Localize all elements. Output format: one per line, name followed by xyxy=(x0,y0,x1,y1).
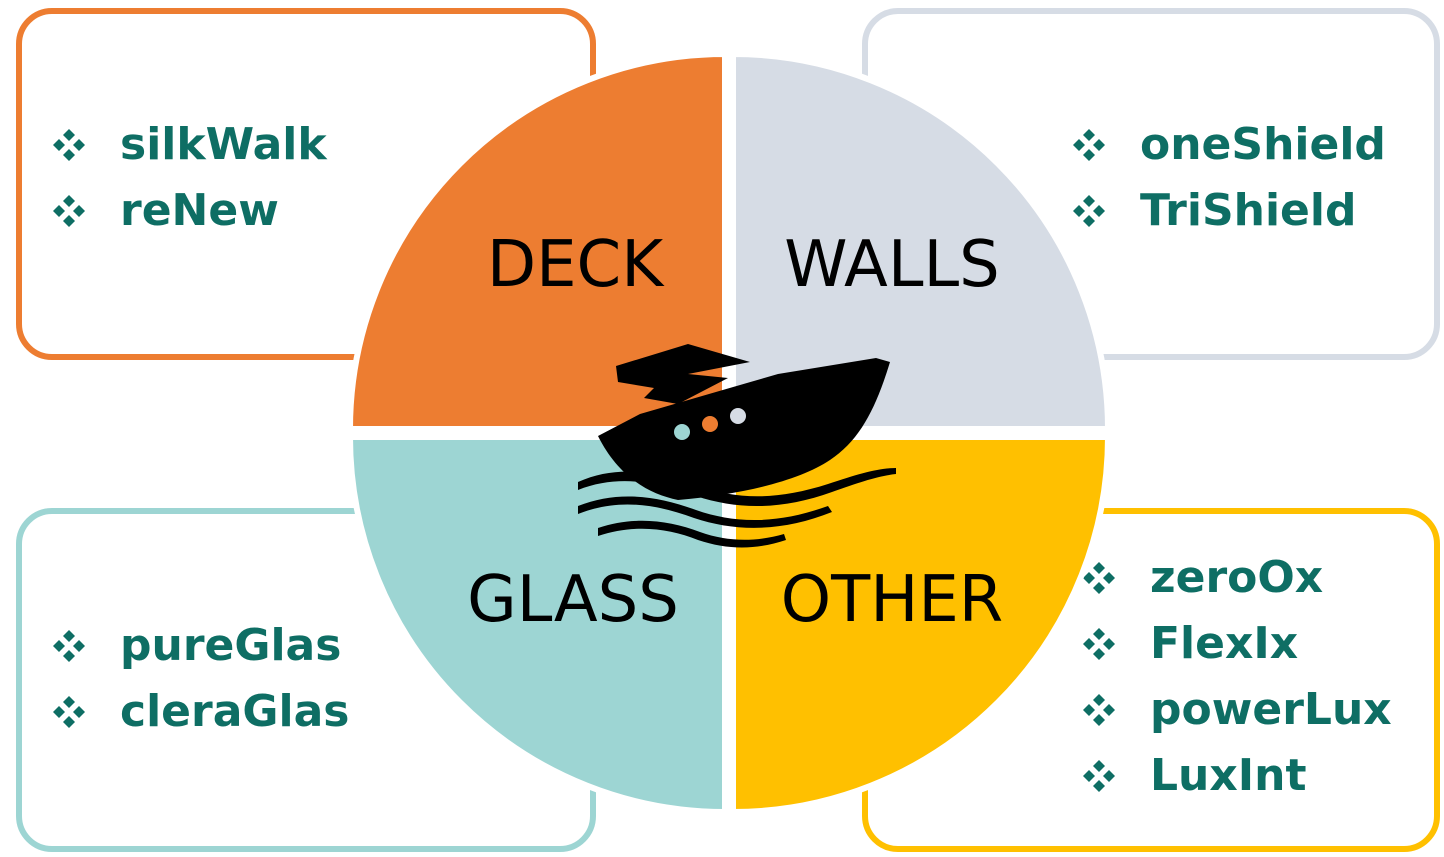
product-name: zeroOx xyxy=(1150,552,1324,603)
other-label: OTHER xyxy=(780,563,1004,637)
other-product-list: zeroOx FlexIx powerLux LuxInt xyxy=(1082,545,1392,809)
walls-product-list: oneShield TriShield xyxy=(1072,112,1386,244)
list-item: TriShield xyxy=(1072,178,1386,244)
walls-quadrant xyxy=(730,54,1108,432)
category-wheel xyxy=(350,54,1108,812)
deck-product-list: silkWalk reNew xyxy=(52,112,327,244)
walls-label: WALLS xyxy=(784,228,1000,302)
four-diamond-bullet-icon xyxy=(1072,128,1106,162)
list-item: pureGlas xyxy=(52,613,349,679)
yacht-on-waves-icon xyxy=(578,344,896,548)
four-diamond-bullet-icon xyxy=(1072,194,1106,228)
product-name: FlexIx xyxy=(1150,618,1299,669)
four-diamond-bullet-icon xyxy=(52,695,86,729)
deck-label: DECK xyxy=(486,228,664,302)
list-item: cleraGlas xyxy=(52,679,349,745)
list-item: zeroOx xyxy=(1082,545,1392,611)
product-name: oneShield xyxy=(1140,119,1386,170)
four-diamond-bullet-icon xyxy=(52,629,86,663)
list-item: powerLux xyxy=(1082,677,1392,743)
product-name: cleraGlas xyxy=(120,686,350,737)
deck-quadrant xyxy=(350,54,728,432)
four-diamond-bullet-icon xyxy=(1082,627,1116,661)
product-name: LuxInt xyxy=(1150,750,1307,801)
glass-quadrant xyxy=(350,434,728,812)
four-diamond-bullet-icon xyxy=(52,128,86,162)
product-name: powerLux xyxy=(1150,684,1392,735)
glass-product-list: pureGlas cleraGlas xyxy=(52,613,349,745)
product-name: reNew xyxy=(120,185,279,236)
four-diamond-bullet-icon xyxy=(1082,693,1116,727)
list-item: silkWalk xyxy=(52,112,327,178)
list-item: LuxInt xyxy=(1082,743,1392,809)
four-diamond-bullet-icon xyxy=(52,194,86,228)
other-quadrant xyxy=(730,434,1108,812)
product-name: pureGlas xyxy=(120,620,342,671)
four-diamond-bullet-icon xyxy=(1082,759,1116,793)
list-item: reNew xyxy=(52,178,327,244)
product-name: silkWalk xyxy=(120,119,327,170)
list-item: FlexIx xyxy=(1082,611,1392,677)
glass-label: GLASS xyxy=(467,563,679,637)
four-diamond-bullet-icon xyxy=(1082,561,1116,595)
list-item: oneShield xyxy=(1072,112,1386,178)
product-name: TriShield xyxy=(1140,185,1357,236)
